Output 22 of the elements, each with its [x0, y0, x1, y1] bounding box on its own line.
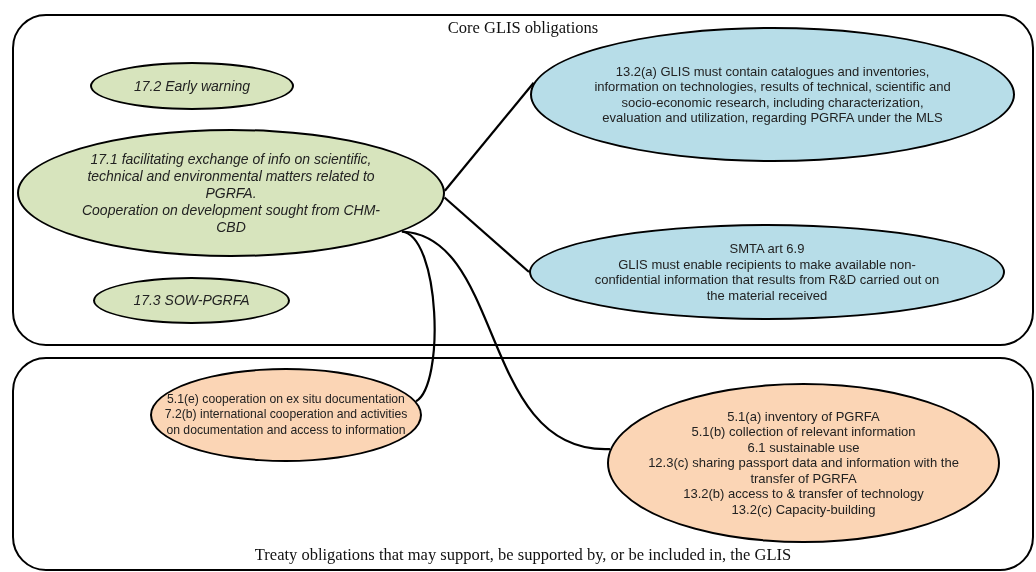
node-text: 12.3(c) sharing passport data and information with the transfer of PGRFA — [647, 455, 960, 487]
node-text: Cooperation on development sought from CHM-CBD — [80, 201, 381, 236]
node-text: 5.1(e) cooperation on ex situ documentation — [167, 391, 405, 408]
node-text: 17.3 SOW-PGRFA — [133, 292, 250, 309]
node-text: 13.2(c) Capacity-building — [731, 501, 876, 518]
node-text: SMTA art 6.9 — [729, 241, 805, 257]
connector-line — [443, 196, 530, 273]
connector-line — [444, 82, 535, 192]
node-text: 6.1 sustainable use — [747, 439, 860, 456]
node-text: GLIS must enable recipients to make available non-confidential information that results from R&D carried out on the material received — [593, 256, 941, 303]
node-text: 5.1(b) collection of relevant information — [691, 424, 916, 440]
node-text: 17.2 Early warning — [134, 77, 250, 95]
connector-line — [401, 230, 611, 451]
panel-title: Core GLIS obligations — [446, 18, 600, 38]
node-text: 13.2(b) access to & transfer of technology — [683, 486, 924, 502]
group-panel — [12, 14, 1034, 346]
node-text: 17.1 facilitating exchange of info on scientific, technical and environmental matters related to PGRFA. — [86, 150, 376, 202]
node-text: 5.1(a) inventory of PGRFA — [727, 408, 880, 425]
node-text: 7.2(b) international cooperation and activities on documentation and access to information — [163, 407, 409, 439]
group-panel — [12, 357, 1034, 571]
node-text: 13.2(a) GLIS must contain catalogues and inventories, information on technologies, results of technical, scientific and socio-economic research, including characterization, evaluation and utilization, regarding PGRFA under the MLS — [594, 63, 951, 126]
panel-title: Treaty obligations that may support, be supported by, or be included in, the GLIS — [253, 545, 793, 565]
